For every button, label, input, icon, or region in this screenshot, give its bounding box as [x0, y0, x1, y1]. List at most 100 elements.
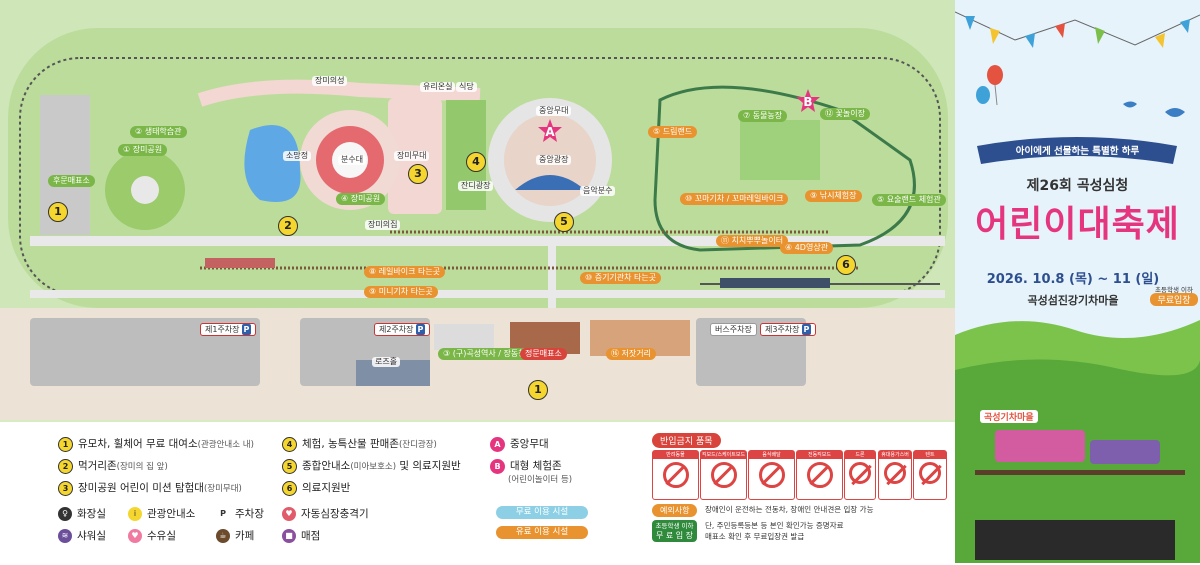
facility-text: 카페: [235, 530, 255, 542]
marker-4[interactable]: 4: [466, 152, 486, 172]
poster-title: 어린이대축제: [975, 204, 1180, 245]
legend-small: (관광안내소 내): [197, 440, 254, 450]
main-gate-label: 정문매표소: [520, 348, 567, 360]
legend-text: 체험, 농특산물 판매존: [302, 438, 399, 450]
facility-restroom: ♀ 화장실: [58, 506, 106, 521]
legend-extra: 및 의료지원반: [396, 460, 461, 472]
free-entry-text-2: 매표소 확인 후 무료입장권 발급: [705, 532, 805, 541]
fountain-label: 분수대: [338, 155, 367, 165]
rose-stage-label: 장미무대: [394, 151, 430, 161]
lawn-label: 잔디광장: [458, 181, 494, 191]
restroom-icon: ♀: [58, 507, 72, 521]
legend-text: 장미공원 어린이 미션 탐험대: [78, 482, 204, 494]
ban-drone: 드론: [844, 450, 876, 500]
info-icon: i: [128, 507, 142, 521]
banned-title: 반입금지 품목: [652, 433, 721, 448]
poster-tagline: 아이에게 선물하는 특별한 하루: [1015, 146, 1140, 157]
magic-land-label: ⑤ 요술랜드 체험관: [872, 194, 946, 206]
num-badge: 2: [58, 458, 73, 474]
legend-item-4: 4 체험, 농특산물 판매존(잔디광장): [282, 436, 437, 452]
eco-hall-label: ② 생태학습관: [130, 126, 187, 138]
star-badge: B: [490, 458, 505, 474]
rose-castle-label: 장미의성: [312, 76, 348, 86]
prohibited-icon: [758, 462, 785, 488]
marker-1[interactable]: 1: [48, 202, 68, 222]
dreamland-label: ⑤ 드림랜드: [648, 126, 698, 138]
old-station-label: ③ (구)곡성역사 / 장동창고: [438, 348, 538, 360]
ban-label: 킥보드/스케이트보드: [701, 451, 746, 459]
store-icon: ■: [282, 529, 296, 543]
free-entry-text: 단, 주민등록등본 등 본인 확인가능 증명자료 매표소 확인 후 무료입장권 …: [705, 520, 844, 542]
parking-2-text: 제2주차장: [379, 325, 414, 334]
prohibited-icon: [710, 462, 737, 488]
free-entry-label-2: 무 료 입 장: [655, 531, 694, 540]
stage-a-star[interactable]: A: [537, 118, 563, 144]
rose-hall-label: 로즈홀: [372, 357, 401, 367]
facility-nursing: ♥수유실: [128, 528, 176, 543]
legend-small: (잔디광장): [398, 440, 437, 450]
steam-train-label: ⑩ 증기기관차 타는곳: [580, 272, 662, 284]
central-stage-label: 중앙무대: [536, 106, 572, 116]
facility-text: 화장실: [77, 508, 106, 520]
ban-tent: 텐트: [913, 450, 947, 500]
legend-small: (장미무대): [203, 484, 242, 494]
num-badge: 1: [58, 436, 73, 452]
facility-text: 매점: [301, 530, 321, 542]
ban-e-scooter: 전동킥보드: [796, 450, 843, 500]
cinema-label: ④ 4D영상관: [780, 242, 834, 254]
marker-2[interactable]: 2: [278, 216, 298, 236]
ban-label: 음식배달: [749, 451, 794, 459]
flower-village-label: ⑫ 꽃놀이장: [820, 108, 870, 120]
shower-icon: ≋: [58, 529, 72, 543]
exception-badge: 예외사항: [652, 504, 698, 517]
sowangjeong-label: 소망정: [283, 151, 312, 161]
marker-1-main[interactable]: 1: [528, 380, 548, 400]
star-a-letter: A: [545, 125, 555, 139]
facility-text: 관광안내소: [147, 508, 196, 520]
num-badge: 5: [282, 458, 297, 474]
ban-label: 텐트: [914, 451, 946, 459]
marker-3[interactable]: 3: [408, 164, 428, 184]
zone-b-star[interactable]: B: [795, 88, 821, 114]
legend-item-1: 1 유모차, 휠체어 무료 대여소(관광안내소 내): [58, 436, 254, 452]
free-entry-badge: 초등학생 이하 무 료 입 장: [652, 520, 697, 542]
ban-label: 휴대용가스버너: [879, 451, 911, 459]
aed-icon: ♥: [282, 507, 296, 521]
kid-train-label: ⑩ 꼬마기차 / 꼬마레일바이크: [680, 193, 789, 205]
num-badge: 4: [282, 436, 297, 452]
fishing-label: ⑨ 낚시체험장: [805, 190, 862, 202]
legend-text: 대형 체험존: [510, 460, 562, 472]
star-badge: A: [490, 436, 505, 452]
animal-farm-label: ⑦ 동물농장: [738, 110, 788, 122]
rail-bike-label: ⑧ 레일바이크 타는곳: [364, 266, 446, 278]
marker-6[interactable]: 6: [836, 255, 856, 275]
prohibited-icon: [849, 462, 871, 484]
free-entry-label-1: 초등학생 이하: [655, 522, 694, 530]
poster-place: 곡성섬진강기차마을: [1027, 294, 1119, 307]
facility-store: ■ 매점: [282, 528, 320, 543]
marker-5[interactable]: 5: [554, 212, 574, 232]
nursing-icon: ♥: [128, 529, 142, 543]
ban-label: 전동킥보드: [797, 451, 842, 459]
star-b-letter: B: [803, 95, 813, 109]
rose-park-label: ① 장미공원: [118, 144, 168, 156]
legend-text: 종합안내소: [302, 460, 351, 472]
greenhouse-label: 유리온실: [420, 82, 456, 92]
poster-free-note-2: 무료입장: [1150, 293, 1198, 306]
legend-text: 유모차, 휠체어 무료 대여소: [78, 438, 198, 450]
chichi-playground-label: ⑪ 치치뿌뿌놀이터: [716, 235, 789, 247]
street-label: ⑯ 저잣거리: [606, 348, 656, 360]
rose-house-label: 장미의집: [365, 220, 401, 230]
legend-small: (장미의 집 앞): [116, 462, 168, 472]
parking-1-text: 제1주차장: [205, 325, 240, 334]
parking-3-text: 제3주차장: [765, 325, 800, 334]
facility-cafe: ☕카페: [216, 528, 254, 543]
facility-text: 주차장: [235, 508, 264, 520]
facility-info: i 관광안내소: [128, 506, 195, 521]
prohibited-icon: [884, 462, 906, 484]
facility-text: 자동심장충격기: [301, 508, 369, 520]
